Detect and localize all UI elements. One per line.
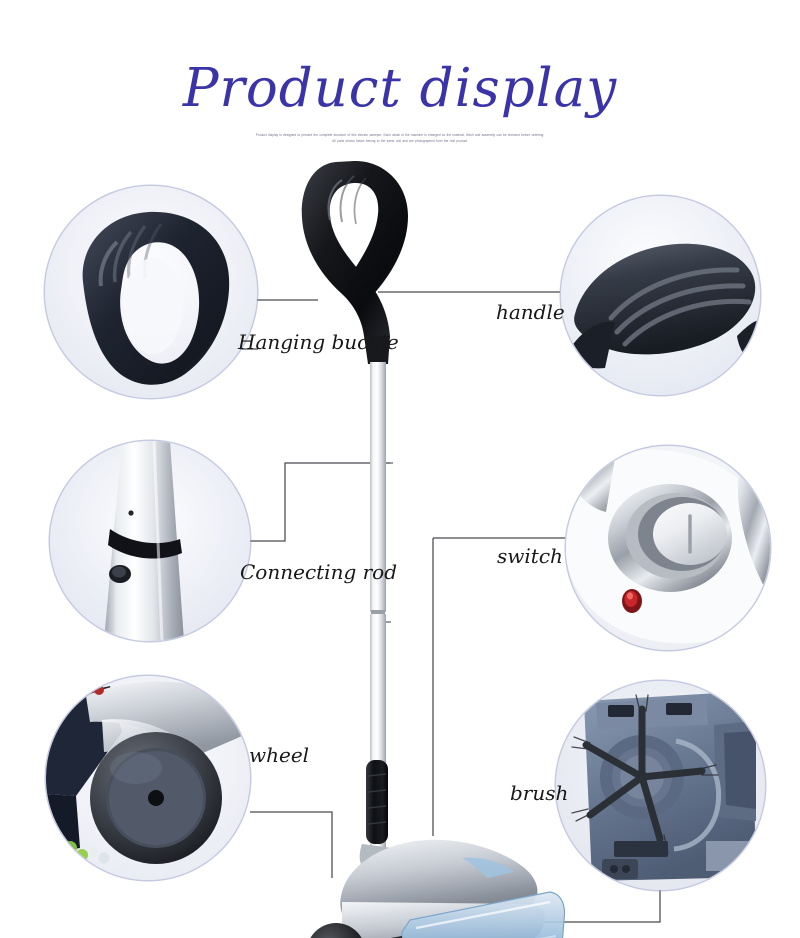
product-loop-handle bbox=[301, 160, 408, 336]
product-rod-joint bbox=[371, 610, 385, 615]
inset-switch bbox=[566, 446, 770, 650]
label-brush: brush bbox=[510, 781, 569, 805]
label-connecting-rod: Connecting rod bbox=[240, 560, 398, 584]
page-subtitle: Product display is designed to present t… bbox=[244, 133, 556, 144]
subtitle-line-2: All parts shown below belong to the same… bbox=[332, 138, 468, 143]
leader-connecting-rod bbox=[249, 462, 390, 542]
inset-brush bbox=[556, 681, 765, 890]
inset-wheel bbox=[46, 676, 250, 880]
product-rod-mid bbox=[370, 614, 386, 779]
product-handle-neck bbox=[364, 336, 390, 364]
product-illustration bbox=[250, 150, 590, 938]
label-wheel: wheel bbox=[249, 743, 310, 767]
product-rubber-grip bbox=[366, 760, 388, 844]
product-side-wheel bbox=[310, 923, 362, 938]
leader-wheel bbox=[250, 811, 333, 878]
page-title: Product display bbox=[182, 58, 618, 119]
brush-bristles bbox=[571, 694, 719, 856]
product-rod-upper bbox=[370, 362, 386, 612]
inset-hanging-buckle bbox=[45, 186, 257, 398]
subtitle-line-1: Product display is designed to present t… bbox=[255, 133, 545, 137]
inset-handle bbox=[561, 196, 760, 395]
product-sweeper-head bbox=[340, 839, 566, 938]
label-switch: switch bbox=[497, 544, 563, 568]
label-hanging-buckle: Hanging buckle bbox=[238, 330, 399, 354]
inset-connecting-rod bbox=[50, 441, 250, 641]
label-handle: handle bbox=[496, 300, 565, 324]
